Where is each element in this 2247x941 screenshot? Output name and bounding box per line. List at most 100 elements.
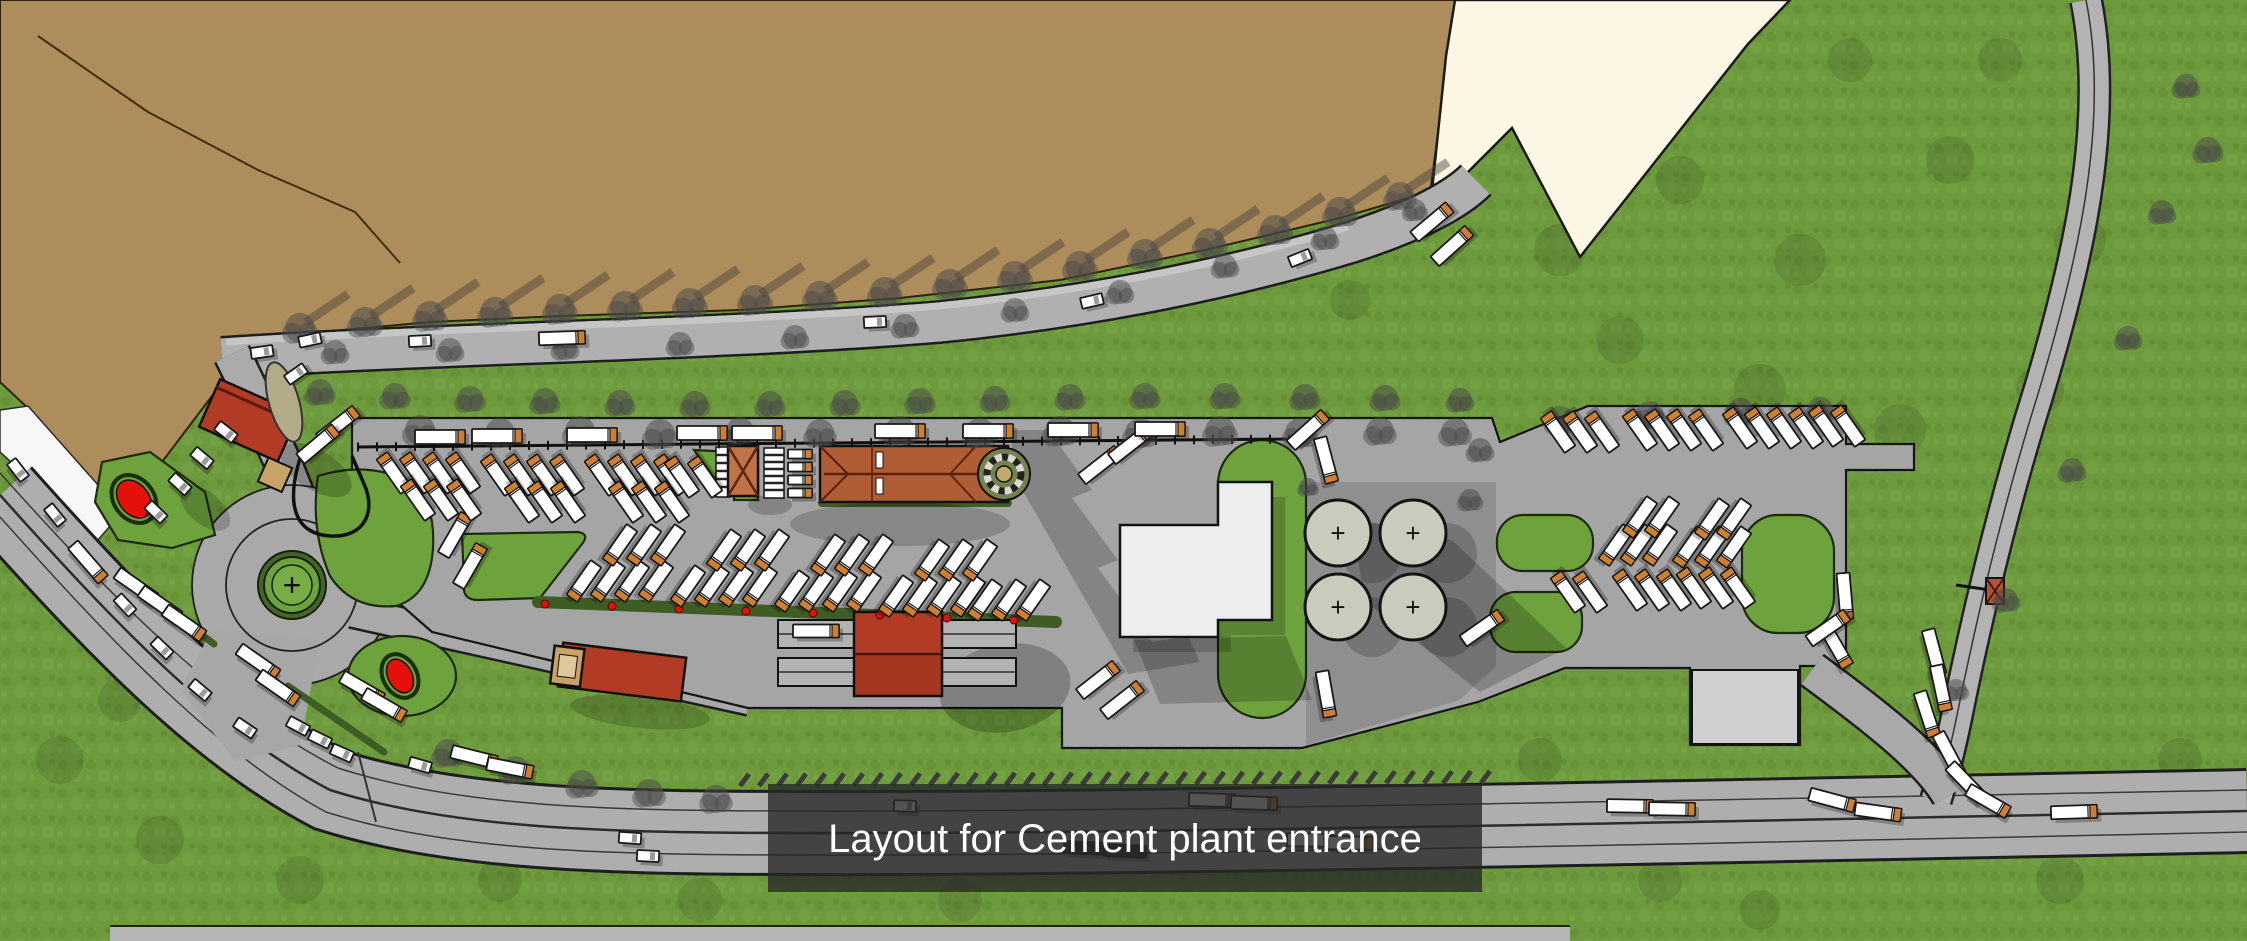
truck bbox=[566, 427, 621, 446]
grass-tree-cluster bbox=[2036, 856, 2084, 904]
truck-cab bbox=[589, 587, 607, 603]
truck bbox=[874, 423, 929, 442]
truck-cab bbox=[1129, 679, 1145, 697]
truck-cab bbox=[1693, 525, 1711, 541]
tree-shadow-streak bbox=[368, 284, 416, 320]
truck bbox=[254, 668, 302, 712]
cab-divider bbox=[827, 596, 839, 606]
truck bbox=[737, 564, 778, 608]
truck bbox=[817, 569, 858, 613]
grass-tree-cluster bbox=[678, 878, 722, 922]
windshield bbox=[178, 482, 188, 492]
cab-divider bbox=[1843, 797, 1848, 811]
truck bbox=[769, 569, 810, 613]
truck-cab bbox=[652, 453, 670, 469]
truck-cab bbox=[526, 480, 544, 496]
tree-shadow-streak bbox=[303, 290, 351, 326]
cab-divider bbox=[631, 550, 643, 560]
truck bbox=[1687, 403, 1724, 452]
truck-cab bbox=[1321, 707, 1338, 719]
tree-icon bbox=[867, 277, 903, 308]
truck-cab bbox=[1621, 523, 1639, 539]
cab-divider bbox=[1837, 654, 1849, 662]
truck bbox=[585, 559, 626, 603]
cab-divider bbox=[851, 596, 863, 606]
red-oval-marker bbox=[109, 473, 159, 525]
truck-cab bbox=[804, 474, 813, 486]
truck-cab bbox=[609, 427, 618, 443]
windshield bbox=[311, 334, 318, 344]
plaza-shadow bbox=[179, 485, 231, 531]
truck bbox=[1655, 563, 1692, 612]
cab-divider bbox=[1627, 522, 1639, 532]
truck bbox=[422, 473, 459, 522]
east-lot-island-3 bbox=[1740, 513, 1836, 635]
truck bbox=[1743, 401, 1780, 450]
roundabout-island: + bbox=[257, 550, 327, 620]
tank-center-marker: + bbox=[1330, 518, 1345, 548]
truck bbox=[701, 528, 742, 572]
highway-lane-line-2 bbox=[0, 516, 2247, 856]
gate-barrier bbox=[1955, 583, 1991, 592]
truck bbox=[1549, 565, 1586, 614]
x-roof-gatehouse bbox=[726, 444, 760, 498]
windshield bbox=[198, 688, 208, 698]
grass-tree-cluster bbox=[1926, 136, 1974, 184]
truck-cab bbox=[1458, 224, 1475, 241]
cab-divider bbox=[636, 487, 648, 497]
cab-divider bbox=[508, 460, 520, 470]
cab-divider bbox=[883, 601, 895, 611]
tree-icon bbox=[379, 383, 411, 410]
truck-cab bbox=[629, 453, 647, 469]
hatch-mark bbox=[1023, 771, 1036, 787]
tree-icon bbox=[454, 386, 486, 413]
truck bbox=[986, 578, 1027, 622]
tree-icon bbox=[979, 386, 1011, 413]
truck-cab bbox=[1539, 410, 1557, 426]
light-terrain-area bbox=[1428, 0, 1792, 260]
cab-divider bbox=[955, 601, 967, 611]
highway-transverse-line bbox=[357, 751, 377, 823]
car bbox=[249, 344, 279, 363]
truck bbox=[921, 574, 962, 618]
truck-cab bbox=[92, 568, 109, 585]
cab-divider bbox=[759, 555, 771, 565]
tree-shadow-streak bbox=[1148, 216, 1196, 252]
truck-cab bbox=[625, 551, 643, 567]
cab-divider bbox=[1128, 685, 1138, 697]
truck-cab bbox=[821, 597, 839, 613]
truck bbox=[444, 446, 481, 495]
tree-icon bbox=[1127, 239, 1163, 270]
tree-icon bbox=[1000, 298, 1030, 323]
tree-shadow-streak bbox=[1018, 238, 1066, 274]
tree-icon bbox=[347, 307, 383, 338]
tree-icon bbox=[1297, 478, 1319, 497]
tree-icon bbox=[2171, 74, 2201, 99]
truck bbox=[1047, 422, 1102, 441]
truck-cab bbox=[804, 461, 813, 473]
truck bbox=[1675, 561, 1712, 610]
cab-divider bbox=[735, 555, 747, 565]
hatch-mark bbox=[1441, 769, 1454, 785]
vehicle-body bbox=[189, 446, 215, 470]
windshield bbox=[160, 646, 170, 656]
truck bbox=[686, 450, 723, 499]
truck-cab bbox=[741, 592, 759, 608]
truck bbox=[787, 448, 816, 463]
cab-divider bbox=[381, 458, 393, 468]
vehicle-body bbox=[6, 457, 30, 483]
flower-dot bbox=[741, 606, 751, 616]
cab-divider bbox=[1489, 614, 1498, 626]
storage-tank: + bbox=[1378, 572, 1448, 642]
hatch-mark bbox=[1479, 769, 1492, 785]
truck bbox=[1430, 224, 1479, 267]
truck-cab bbox=[1549, 570, 1567, 586]
tank-center-marker: + bbox=[1405, 592, 1420, 622]
truck bbox=[713, 564, 754, 608]
tree-shadow-streak bbox=[953, 246, 1001, 282]
cab-divider bbox=[1577, 577, 1589, 587]
hatch-mark bbox=[814, 772, 827, 788]
truck-cab bbox=[961, 566, 979, 582]
cab-divider bbox=[1693, 415, 1705, 425]
